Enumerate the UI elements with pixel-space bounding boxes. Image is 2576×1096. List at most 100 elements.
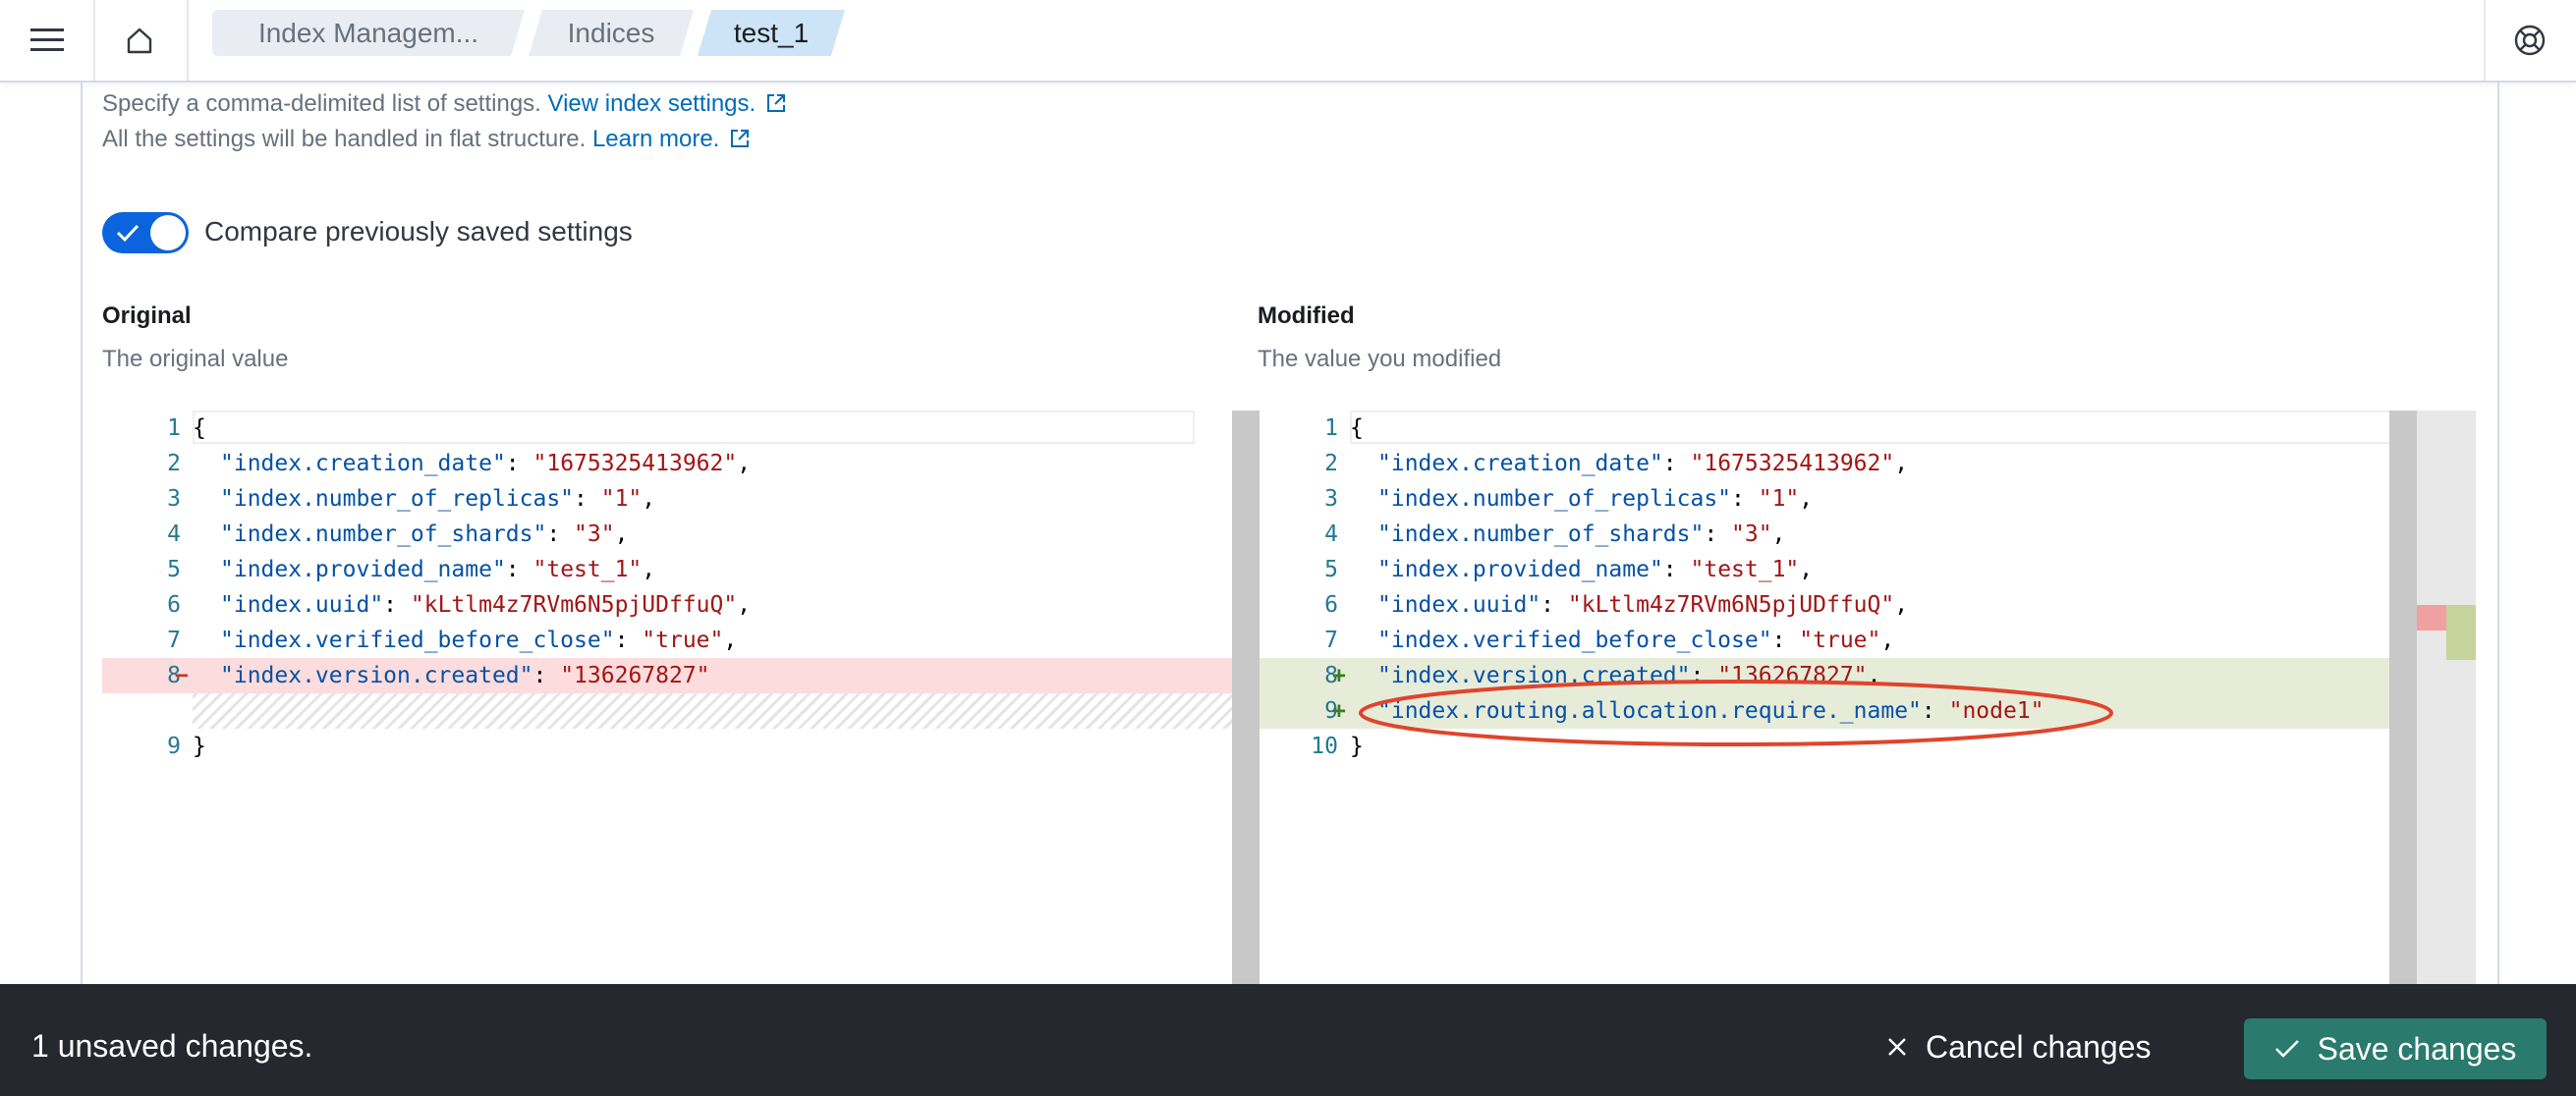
json-key: "index.creation_date" [1377, 451, 1663, 476]
help-lifebuoy-icon[interactable] [2500, 0, 2559, 81]
line-number: 8 [167, 663, 181, 688]
line-number: 7 [167, 628, 181, 653]
code-line: "index.uuid": "kLtlm4z7RVm6N5pjUDffuQ", [220, 592, 752, 618]
line-number: 2 [1324, 451, 1338, 476]
breadcrumb-indices[interactable]: Indices [529, 10, 694, 56]
header-divider [93, 0, 95, 81]
json-value: "true" [642, 628, 724, 653]
json-key: "index.uuid" [220, 592, 384, 618]
json-key: "index.number_of_shards" [1377, 521, 1705, 547]
json-key: "index.verified_before_close" [220, 628, 615, 653]
line-number: 1 [167, 415, 181, 441]
breadcrumb-label: test_1 [733, 17, 810, 48]
code-line: "index.verified_before_close": "true", [1377, 628, 1895, 653]
json-value: "1" [1758, 486, 1800, 512]
json-key: "index.number_of_replicas" [1377, 486, 1732, 512]
line-number: 9 [1324, 698, 1338, 724]
line-number: 1 [1324, 415, 1338, 441]
code-line: "index.verified_before_close": "true", [220, 628, 738, 653]
json-key: "index.provided_name" [1377, 557, 1663, 582]
compare-settings-toggle[interactable] [102, 212, 189, 253]
annotation-ellipse [1359, 680, 2113, 746]
added-line-marker: + [1332, 663, 1346, 688]
breadcrumb-current-test-1: test_1 [698, 10, 845, 56]
json-value: "test_1" [532, 557, 643, 582]
breadcrumb-label: Index Managem... [257, 17, 479, 48]
code-line: "index.number_of_replicas": "1", [220, 486, 656, 512]
original-title: Original [102, 302, 192, 329]
modified-title: Modified [1258, 302, 1355, 329]
editor-scrollbar[interactable] [1232, 411, 1260, 984]
json-key: "index.uuid" [1377, 592, 1541, 618]
settings-description-line-2: All the settings will be handled in flat… [102, 126, 751, 156]
header-divider [187, 0, 189, 81]
json-value: "3" [574, 521, 615, 547]
checkmark-icon [116, 224, 140, 243]
save-changes-button[interactable]: Save changes [2244, 1018, 2547, 1079]
breadcrumb-index-management[interactable]: Index Managem... [212, 10, 525, 56]
editor-scrollbar[interactable] [2389, 411, 2417, 984]
original-subtitle: The original value [102, 346, 289, 372]
unsaved-changes-text: 1 unsaved changes. [31, 1028, 313, 1064]
original-code-editor: 1 { 2 "index.creation_date": "1675325413… [102, 411, 1260, 984]
line-number: 2 [167, 451, 181, 476]
json-key: "index.provided_name" [220, 557, 506, 582]
code-line: "index.routing.allocation.require._name"… [1377, 698, 2044, 724]
checkmark-icon [2274, 1040, 2299, 1058]
settings-panel [81, 81, 2499, 984]
code-line: "index.version.created": "136267827" [220, 663, 710, 688]
json-value: "1675325413962" [1690, 451, 1895, 476]
added-line-marker: + [1332, 698, 1346, 724]
diff-overview-ruler [2417, 411, 2476, 984]
code-line: "index.number_of_shards": "3", [1377, 521, 1786, 547]
description-text: All the settings will be handled in flat… [102, 126, 587, 152]
json-key: "index.routing.allocation.require._name" [1377, 698, 1922, 724]
top-header: Index Managem... Indices test_1 [0, 0, 2576, 82]
cancel-changes-button[interactable]: Cancel changes [1886, 1015, 2151, 1078]
compare-settings-label: Compare previously saved settings [204, 216, 633, 247]
line-number: 7 [1324, 628, 1338, 653]
json-value: "1675325413962" [532, 451, 738, 476]
external-link-icon [729, 128, 751, 156]
modified-code-editor[interactable]: 1 { 2 "index.creation_date": "1675325413… [1260, 411, 2476, 984]
view-index-settings-link[interactable]: View index settings. [547, 90, 756, 117]
modified-subtitle: The value you modified [1258, 346, 1502, 372]
json-value: "node1" [1948, 698, 2044, 724]
line-number: 6 [167, 592, 181, 618]
json-value: "kLtlm4z7RVm6N5pjUDffuQ" [410, 592, 738, 618]
code-line: "index.provided_name": "test_1", [220, 557, 656, 582]
line-number: 8 [1324, 663, 1338, 688]
json-value: "kLtlm4z7RVm6N5pjUDffuQ" [1567, 592, 1895, 618]
json-value: "1" [600, 486, 643, 512]
code-line: } [193, 734, 206, 759]
current-line-highlight [193, 411, 1195, 444]
learn-more-link[interactable]: Learn more. [591, 126, 720, 152]
diff-placeholder-hatch [193, 693, 1260, 729]
json-value: "3" [1731, 521, 1772, 547]
line-number: 5 [167, 557, 181, 582]
code-line: "index.uuid": "kLtlm4z7RVm6N5pjUDffuQ", [1377, 592, 1909, 618]
json-value: "true" [1799, 628, 1881, 653]
unsaved-changes-bar [0, 984, 2576, 1096]
line-number: 6 [1324, 592, 1338, 618]
removed-line-highlight [102, 658, 1260, 693]
home-icon[interactable] [110, 0, 169, 81]
json-key: "index.number_of_shards" [220, 521, 547, 547]
line-number: 4 [167, 521, 181, 547]
cancel-changes-label: Cancel changes [1926, 1028, 2152, 1065]
json-key: "index.number_of_replicas" [220, 486, 575, 512]
removed-line-marker: − [175, 663, 189, 688]
line-number: 4 [1324, 521, 1338, 547]
hamburger-menu-icon[interactable] [16, 0, 79, 81]
json-value: "test_1" [1690, 557, 1800, 582]
settings-description-line-1: Specify a comma-delimited list of settin… [102, 90, 787, 121]
json-key: "index.version.created" [220, 663, 533, 688]
json-key: "index.verified_before_close" [1377, 628, 1772, 653]
json-key: "index.creation_date" [220, 451, 506, 476]
current-line-highlight [1350, 411, 2417, 444]
code-line: "index.creation_date": "1675325413962", [1377, 451, 1909, 476]
ruler-removed-marker [2417, 605, 2446, 630]
breadcrumb-label: Indices [567, 17, 655, 48]
code-line: "index.provided_name": "test_1", [1377, 557, 1814, 582]
code-line: "index.number_of_shards": "3", [220, 521, 629, 547]
